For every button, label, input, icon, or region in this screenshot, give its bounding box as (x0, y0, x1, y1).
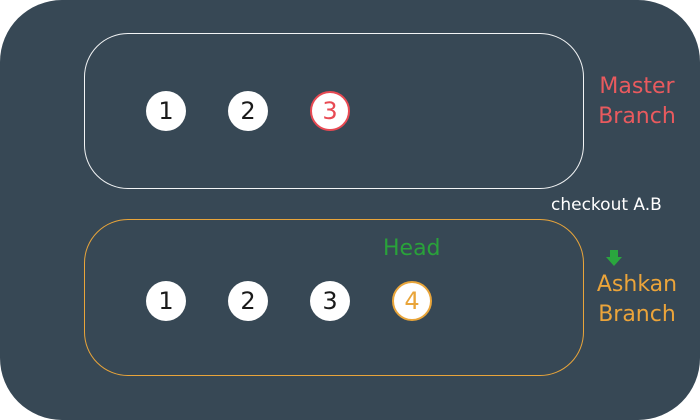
ashkan-branch-box (84, 219, 584, 376)
master-head-commit-3: 3 (310, 91, 350, 131)
ashkan-commit-1: 1 (146, 281, 186, 321)
ashkan-label-line2: Branch (598, 302, 676, 327)
ashkan-label-line1: Ashkan (596, 272, 678, 297)
master-branch-box (84, 33, 584, 189)
head-label: Head (383, 236, 441, 261)
master-commit-1: 1 (146, 91, 186, 131)
master-branch-label: Master Branch (582, 72, 692, 132)
ashkan-head-commit-4: 4 (392, 281, 432, 321)
pointer-arrow-icon (606, 250, 622, 266)
ashkan-commit-3: 3 (310, 281, 350, 321)
master-label-line1: Master (599, 74, 675, 99)
ashkan-commit-2: 2 (228, 281, 268, 321)
master-commit-2: 2 (228, 91, 268, 131)
ashkan-branch-label: Ashkan Branch (582, 270, 692, 330)
checkout-command-text: checkout A.B (551, 195, 662, 215)
master-label-line2: Branch (598, 104, 676, 129)
